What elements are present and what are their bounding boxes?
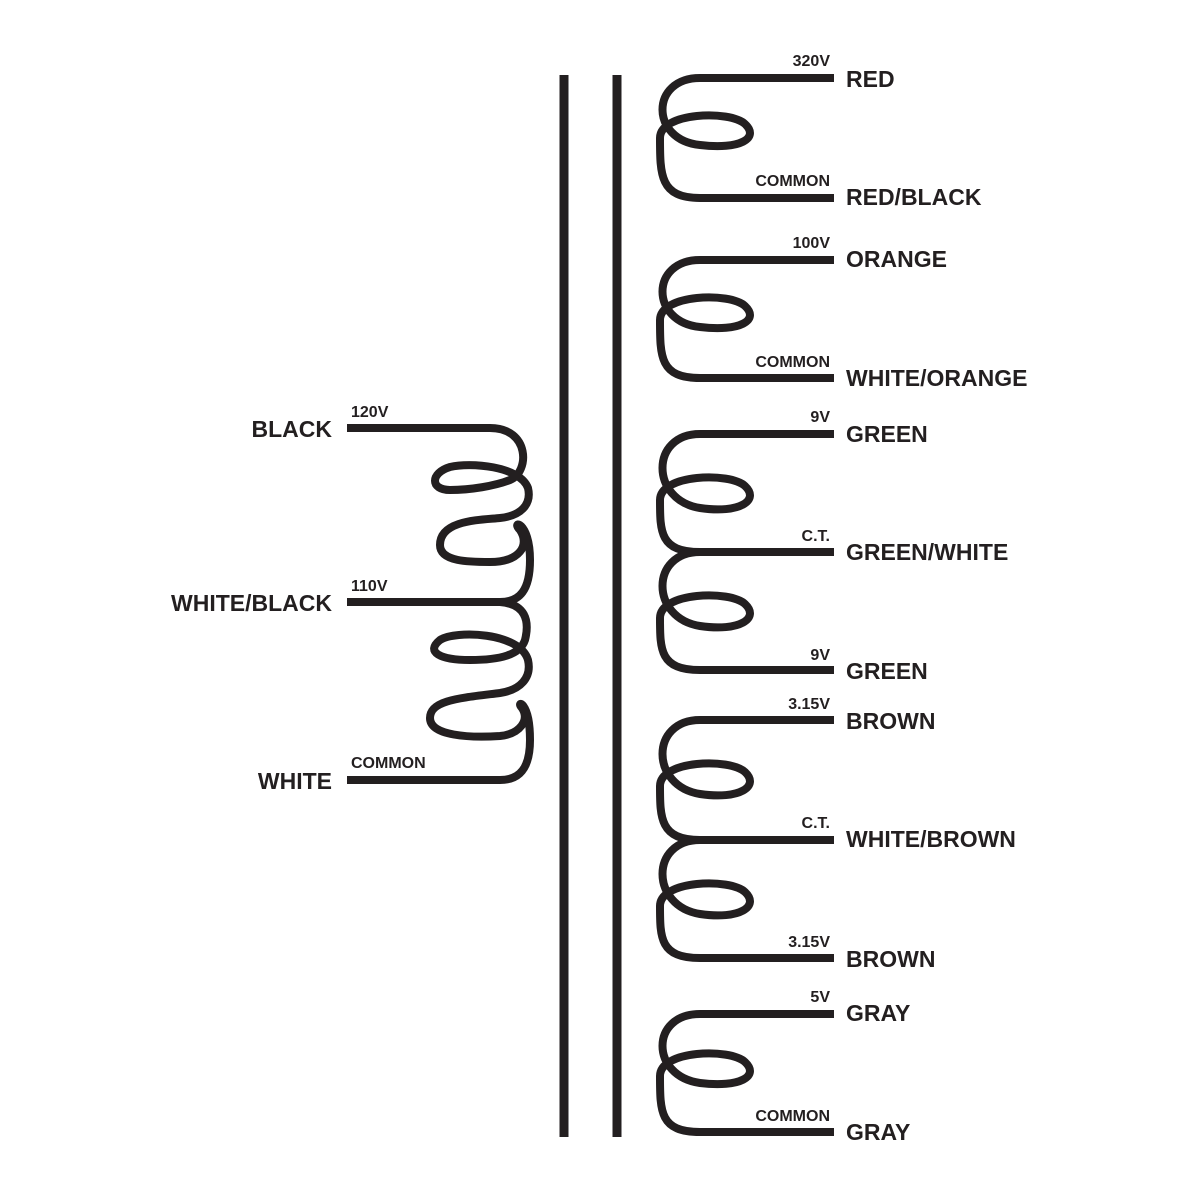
secondary-5-wire-label-2: GRAY [846,1119,910,1145]
primary-coil-lower [347,598,534,784]
secondary-winding-3: 9V GREEN C.T. GREEN/WHITE 9V GREEN [656,409,1008,684]
primary-coil [347,424,534,606]
secondary-3-wire-label-3: GREEN [846,658,928,684]
secondary-5-tap-label-1: 5V [810,989,830,1006]
secondary-3-coil-lower [656,548,834,674]
secondary-5-tap-label-2: COMMON [755,1108,830,1125]
secondary-2-wire-label-1: ORANGE [846,246,947,272]
secondary-5-wire-label-1: GRAY [846,1000,910,1026]
secondary-5-coil [656,1010,834,1136]
secondary-3-tap-label-2: C.T. [802,528,830,545]
secondary-2-tap-label-1: 100V [793,235,831,252]
primary-winding: BLACK 120V WHITE/BLACK 110V WHITE COMMON [171,404,534,794]
secondary-4-tap-label-2: C.T. [802,815,830,832]
primary-wire-label-3: WHITE [258,768,332,794]
secondary-3-wire-label-2: GREEN/WHITE [846,539,1008,565]
primary-tap-label-3: COMMON [351,755,426,772]
secondary-1-wire-label-2: RED/BLACK [846,184,982,210]
secondary-4-wire-label-2: WHITE/BROWN [846,826,1016,852]
secondary-3-tap-label-3: 9V [810,647,830,664]
primary-tap-label-1: 120V [351,404,389,421]
secondary-1-tap-label-1: 320V [793,53,831,70]
secondary-3-coil [656,430,834,556]
secondary-winding-4: 3.15V BROWN C.T. WHITE/BROWN 3.15V BROWN [656,696,1016,972]
secondary-2-tap-label-2: COMMON [755,354,830,371]
secondary-4-coil [656,716,834,844]
primary-wire-label-2: WHITE/BLACK [171,590,332,616]
secondary-4-wire-label-1: BROWN [846,708,935,734]
secondary-1-coil [656,74,834,202]
primary-tap-label-2: 110V [351,578,388,595]
secondary-4-wire-label-3: BROWN [846,946,935,972]
secondary-4-coil-lower [656,836,834,962]
transformer-core [559,75,622,1137]
primary-wire-label-1: BLACK [252,416,333,442]
secondary-4-tap-label-1: 3.15V [788,696,830,713]
secondary-3-wire-label-1: GREEN [846,421,928,447]
secondary-2-wire-label-2: WHITE/ORANGE [846,365,1027,391]
secondary-2-coil [656,256,834,382]
secondary-4-tap-label-3: 3.15V [788,934,830,951]
secondary-winding-2: 100V ORANGE COMMON WHITE/ORANGE [656,235,1027,391]
secondary-1-wire-label-1: RED [846,66,895,92]
secondary-winding-1: 320V RED COMMON RED/BLACK [656,53,982,210]
secondary-winding-5: 5V GRAY COMMON GRAY [656,989,910,1145]
secondary-1-tap-label-2: COMMON [755,173,830,190]
secondary-3-tap-label-1: 9V [810,409,830,426]
